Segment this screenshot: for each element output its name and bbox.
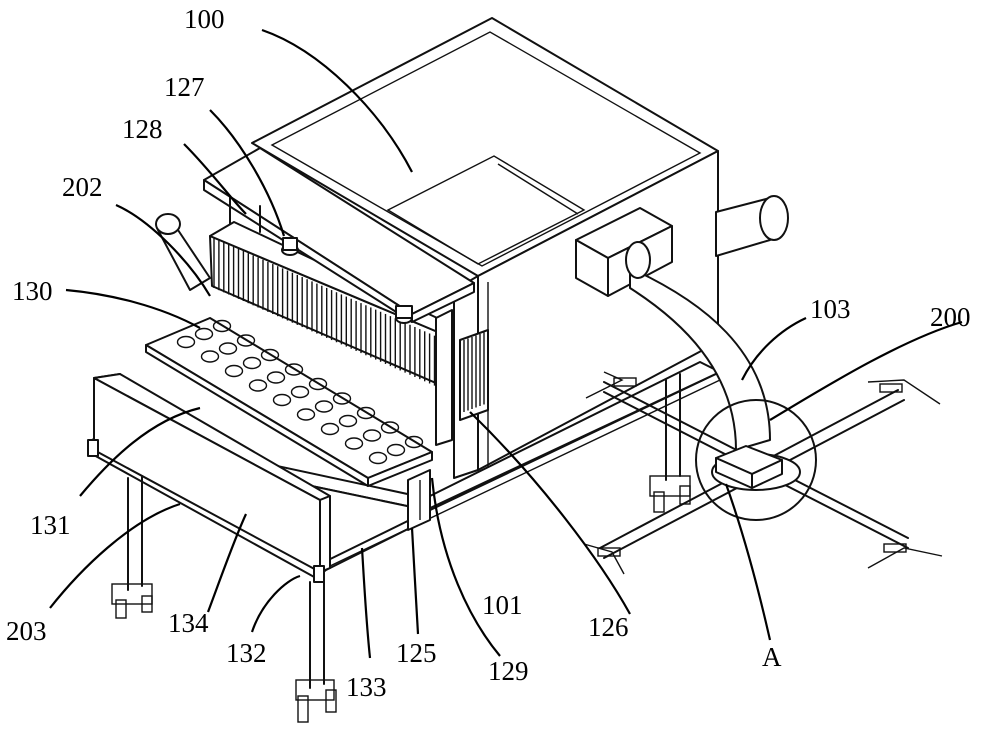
side-plate <box>87 373 331 583</box>
label-100: 100 <box>184 4 225 34</box>
plate-hole <box>290 385 310 399</box>
label-125: 125 <box>396 638 437 668</box>
plate-hole <box>368 451 388 465</box>
label-103: 103 <box>810 294 851 324</box>
label-131: 131 <box>30 510 71 540</box>
reference-labels: 100 127 128 202 130 103 200 131 203 134 … <box>6 4 971 702</box>
plate-hole <box>176 335 196 349</box>
label-130: 130 <box>12 276 53 306</box>
inlet-pipe <box>155 213 211 291</box>
plate-hole <box>260 348 280 362</box>
label-127: 127 <box>164 72 205 102</box>
plate-hole <box>224 364 244 378</box>
spreader-arms <box>583 371 943 575</box>
plate-hole <box>212 319 232 333</box>
label-202: 202 <box>62 172 103 202</box>
plate-hole <box>218 342 238 355</box>
plate-hole <box>380 421 400 434</box>
heat-sink-fins <box>209 221 453 446</box>
plate-hole <box>194 327 214 341</box>
label-200: 200 <box>930 302 971 332</box>
leader-lines <box>49 28 963 659</box>
plate-hole <box>296 408 316 421</box>
label-101: 101 <box>482 590 523 620</box>
cover-plate <box>203 147 475 324</box>
label-132: 132 <box>226 638 267 668</box>
plate-hole <box>242 356 262 370</box>
plate-hole <box>404 435 424 449</box>
perforated-plate <box>145 317 433 487</box>
plate-hole <box>248 379 268 392</box>
plate-hole <box>308 377 328 391</box>
plate-hole <box>332 392 352 405</box>
plate-hole <box>266 371 286 384</box>
label-129: 129 <box>488 656 529 686</box>
label-203: 203 <box>6 616 47 646</box>
label-128: 128 <box>122 114 163 144</box>
plate-hole <box>344 437 364 450</box>
label-134: 134 <box>168 608 209 638</box>
label-A: A <box>762 642 782 672</box>
plate-hole <box>200 350 220 363</box>
plate-hole <box>362 429 382 442</box>
plate-hole <box>314 400 334 413</box>
legs <box>111 373 691 723</box>
plate-hole <box>272 393 292 407</box>
front-column <box>407 329 489 531</box>
plate-hole <box>338 414 358 428</box>
plate-hole <box>386 443 406 457</box>
plate-hole <box>356 406 376 420</box>
label-126: 126 <box>588 612 629 642</box>
plate-hole <box>284 363 304 376</box>
label-133: 133 <box>346 672 387 702</box>
plate-hole <box>320 422 340 436</box>
plate-hole <box>236 334 256 347</box>
